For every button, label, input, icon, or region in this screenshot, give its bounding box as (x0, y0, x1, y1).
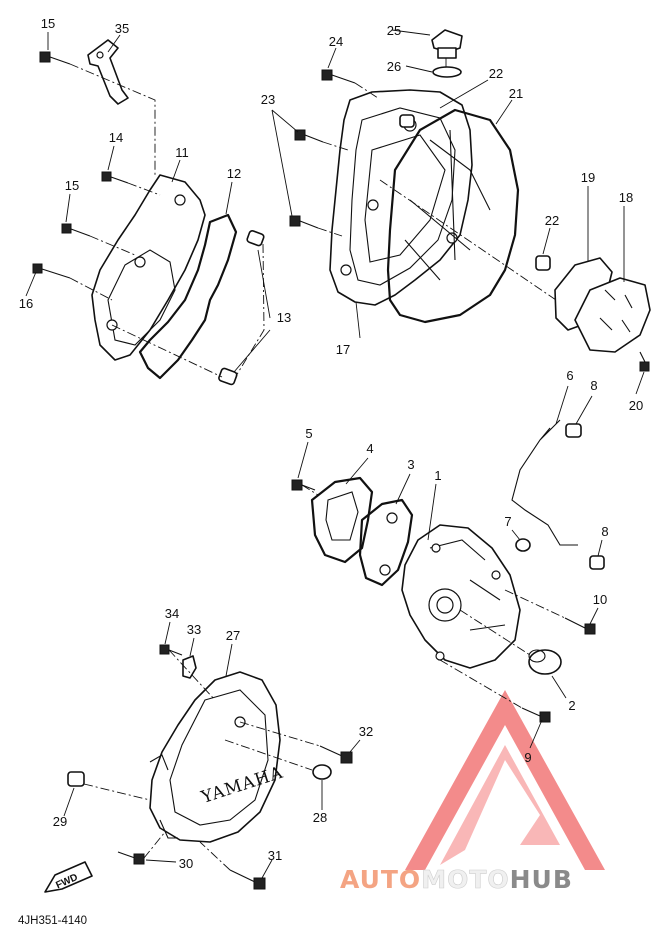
watermark-logo (405, 690, 605, 870)
screw-20 (639, 351, 650, 372)
bolt-5 (291, 479, 316, 491)
callout-23: 23 (261, 92, 275, 107)
cover-18 (574, 277, 651, 353)
callout-9: 9 (524, 750, 531, 765)
pump-housing-1 (401, 524, 521, 669)
crankcase-cover-27 (149, 671, 281, 843)
callout-34: 34 (165, 606, 179, 621)
callout-13: 13 (277, 310, 291, 325)
dowel-13-top (246, 230, 265, 247)
bolt-14 (101, 171, 129, 184)
callout-19: 19 (581, 170, 595, 185)
callout-15-lower: 15 (65, 178, 79, 193)
crankcase-cover-11 (91, 174, 206, 361)
watermark-text-hub: HUB (510, 865, 573, 894)
cover-plate-group (554, 257, 651, 372)
callout-29: 29 (53, 814, 67, 829)
callout-27: 27 (226, 628, 240, 643)
callout-4: 4 (366, 441, 373, 456)
callout-16: 16 (19, 296, 33, 311)
callout-35: 35 (115, 21, 129, 36)
bolt-30 (117, 851, 145, 865)
callout-7: 7 (504, 514, 511, 529)
dowel-8-top (565, 423, 582, 438)
generator-cover-group (32, 39, 265, 386)
callout-30: 30 (179, 856, 193, 871)
callout-22-right: 22 (545, 213, 559, 228)
clutch-cover-17 (329, 89, 473, 306)
callout-32: 32 (359, 724, 373, 739)
bolt-15-lower (61, 223, 91, 237)
dowel-22-right (535, 255, 551, 271)
callout-31: 31 (268, 848, 282, 863)
bolt-31 (229, 869, 266, 890)
dowel-13-bottom (218, 367, 238, 386)
leader-lines (25, 29, 645, 879)
watermark-triangle-outer (405, 690, 605, 870)
o-ring-26 (432, 66, 462, 78)
watermark-text-auto: AUTO (340, 865, 421, 894)
bolt-32 (319, 745, 353, 764)
callout-28: 28 (313, 810, 327, 825)
callout-3: 3 (407, 457, 414, 472)
callout-8-top: 8 (590, 378, 597, 393)
dowel-8-bottom (589, 555, 605, 570)
dowel-29 (67, 771, 85, 787)
bolt-10 (564, 617, 596, 635)
bolt-23-bottom (289, 215, 319, 229)
crank-cover-group: YAMAHA (67, 644, 353, 890)
collar-28 (312, 764, 332, 780)
bracket-35 (87, 39, 129, 105)
callout-2: 2 (568, 698, 575, 713)
callout-24: 24 (329, 34, 343, 49)
callout-21: 21 (509, 86, 523, 101)
diagram-code: 4JH351-4140 (18, 915, 87, 927)
callout-labels: 1 2 3 4 5 6 7 8 8 9 10 11 12 13 14 15 15… (19, 16, 643, 871)
watermark-triangle-inner (440, 745, 560, 865)
callout-12: 12 (227, 166, 241, 181)
forward-arrow-icon: FWD (44, 861, 93, 893)
svg-text:AUTOMOTOHUB: AUTOMOTOHUB (340, 865, 573, 894)
callout-22-top: 22 (489, 66, 503, 81)
bolt-23-top (294, 129, 324, 143)
callout-33: 33 (187, 622, 201, 637)
watermark-text: AUTOMOTOHUB (340, 865, 573, 895)
callout-1: 1 (434, 468, 441, 483)
callout-11: 11 (175, 145, 189, 160)
callout-18: 18 (619, 190, 633, 205)
filler-cap-25 (431, 29, 463, 59)
clutch-cover-group (289, 29, 557, 324)
watermark-text-moto: MOTO (421, 865, 509, 894)
callout-20: 20 (629, 398, 643, 413)
gasket-4 (310, 476, 374, 564)
callout-10: 10 (593, 592, 607, 607)
water-pump-group (291, 419, 605, 723)
callout-8-bottom: 8 (601, 524, 608, 539)
bolt-24 (321, 69, 356, 84)
callout-26: 26 (387, 59, 401, 74)
bolt-15-top (39, 51, 71, 65)
dowel-22-top (399, 114, 415, 128)
callout-14: 14 (109, 130, 123, 145)
callout-15-top: 15 (41, 16, 55, 31)
pipe-6 (511, 419, 578, 546)
bolt-9 (521, 707, 551, 723)
callout-25: 25 (387, 23, 401, 38)
plug-2 (528, 649, 562, 675)
bolt-34 (159, 644, 183, 656)
callout-17: 17 (336, 342, 350, 357)
o-ring-7 (515, 538, 531, 552)
gasket-3 (358, 498, 414, 587)
gasket-21 (386, 108, 520, 324)
gasket-12 (138, 213, 238, 380)
clip-33 (182, 655, 197, 679)
bolt-16 (32, 263, 71, 279)
callout-6: 6 (566, 368, 573, 383)
callout-5: 5 (305, 426, 312, 441)
